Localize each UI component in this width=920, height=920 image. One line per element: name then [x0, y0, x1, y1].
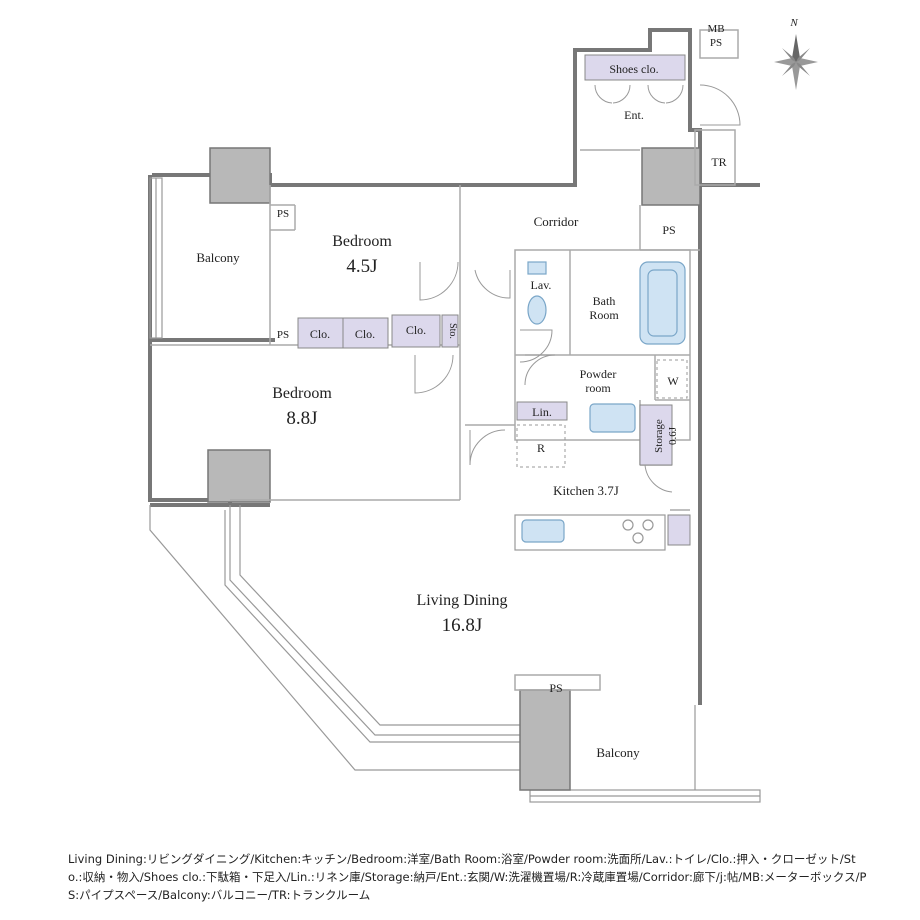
door-swings	[414, 84, 741, 493]
legend-text: Living Dining:リビングダイニング/Kitchen:キッチン/Bed…	[68, 852, 867, 902]
fridge-space	[516, 424, 566, 468]
fridge-label: R	[537, 441, 545, 455]
interior-partitions	[150, 29, 739, 691]
closet-1-label: Clo.	[310, 327, 330, 341]
bathtub-inner	[647, 269, 678, 337]
tr-label: TR	[711, 155, 726, 169]
ps-mb-label: PS	[710, 37, 722, 49]
shoes-closet-label: Shoes clo.	[609, 62, 658, 76]
south-balcony-railing	[149, 505, 761, 803]
west-balcony-railing	[149, 177, 163, 339]
bath-label-2: Room	[589, 308, 619, 322]
bedroom-large-size: 8.8J	[286, 408, 317, 429]
shoes-closet	[584, 54, 686, 81]
closet-3	[391, 314, 441, 348]
stove-burner-1	[622, 519, 634, 531]
closet-3-label: Clo.	[406, 323, 426, 337]
corridor-label: Corridor	[534, 214, 579, 229]
bedroom-small-size: 4.5J	[346, 256, 377, 277]
living-size: 16.8J	[442, 615, 483, 636]
pillar-entrance	[641, 147, 701, 206]
balcony-south-label: Balcony	[596, 745, 640, 760]
bedroom-small-name: Bedroom	[332, 233, 392, 250]
washer-label: W	[667, 374, 679, 388]
living-name: Living Dining	[416, 592, 507, 609]
pillar-bedroom-sw	[207, 449, 271, 503]
compass-north-label: N	[789, 17, 798, 29]
powder-label-2: room	[585, 381, 611, 395]
pillar-south-balcony	[519, 689, 571, 791]
storage-room	[639, 404, 673, 466]
kitchen-counter	[514, 514, 666, 551]
ps-bedroom-bottom-label: PS	[277, 329, 289, 341]
ps-balcony-label: PS	[549, 681, 562, 695]
closet-2	[342, 317, 389, 349]
closet-2-label: Clo.	[355, 327, 375, 341]
bedroom-large-name: Bedroom	[272, 385, 332, 402]
kitchen-sink	[521, 519, 565, 543]
stove-burner-2	[642, 519, 654, 531]
living-window-railing	[224, 505, 520, 743]
ps-corridor-label: PS	[662, 223, 675, 237]
lav-label: Lav.	[531, 278, 552, 292]
entrance-label: Ent.	[624, 108, 644, 122]
pillar-west-balcony	[209, 147, 271, 204]
mb-label: MB	[707, 23, 724, 35]
ps-bedroom-top-label: PS	[277, 208, 289, 220]
kitchen-closet	[667, 514, 691, 546]
linen-label: Lin.	[532, 405, 552, 419]
powder-label-1: Powder	[580, 367, 617, 381]
storage-sto	[441, 314, 459, 348]
linen-closet	[516, 401, 568, 421]
bath-label-1: Bath	[593, 294, 616, 308]
stove-burner-3	[632, 532, 644, 544]
toilet-tank	[527, 261, 547, 275]
sto-label: Sto.	[447, 323, 458, 339]
storage-room-label: Storage	[653, 419, 665, 453]
toilet-bowl	[527, 295, 547, 325]
balcony-west-label: Balcony	[196, 250, 240, 265]
kitchen-label: Kitchen 3.7J	[553, 483, 619, 498]
compass-icon	[774, 34, 818, 90]
washer-space	[656, 359, 688, 399]
storage-room-size: 0.6J	[667, 426, 679, 445]
vanity-sink	[589, 403, 636, 433]
